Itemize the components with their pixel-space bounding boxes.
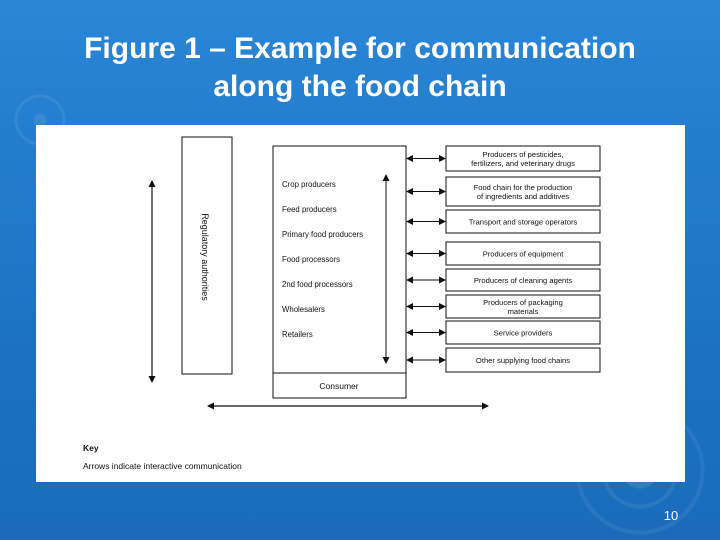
supplier-label: materials [508, 307, 539, 316]
supplier-label: Producers of pesticides, [482, 150, 563, 159]
supplier-box [445, 320, 601, 345]
chain-item: Retailers [282, 330, 313, 339]
food-chain-diagram: Regulatory authorities Crop producersFee… [83, 136, 601, 471]
supplier-box [445, 241, 601, 266]
slide-title-line2: along the food chain [213, 70, 507, 103]
supplier-box [445, 209, 601, 234]
chain-item: Wholesalers [282, 305, 325, 314]
page-number: 10 [663, 508, 679, 523]
supplier-label: Producers of equipment [483, 250, 565, 259]
supplier-box [445, 268, 601, 292]
key-text: Arrows indicate interactive communicatio… [83, 461, 242, 471]
supplier-label: fertilizers, and veterinary drugs [471, 159, 575, 168]
chain-item: Food processors [282, 255, 340, 264]
supplier-box [445, 176, 601, 207]
supplier-label: Producers of cleaning agents [474, 276, 573, 285]
supplier-label: Service providers [494, 329, 553, 338]
key-title: Key [83, 443, 99, 453]
supplier-label: Other supplying food chains [476, 356, 570, 365]
consumer-box [272, 372, 407, 399]
chain-item: 2nd food processors [282, 280, 353, 289]
supplier-box [445, 347, 601, 373]
supplier-label: of ingredients and additives [477, 192, 570, 201]
supplier-box [445, 294, 601, 319]
supplier-label: Producers of packaging [483, 298, 563, 307]
supplier-box [445, 145, 601, 172]
supplier-label: Food chain for the production [474, 183, 573, 192]
chain-item: Primary food producers [282, 230, 363, 239]
slide-title: Figure 1 – Example for communication alo… [0, 30, 720, 106]
consumer-label: Consumer [319, 381, 358, 391]
supplier-boxes: Producers of pesticides,fertilizers, and… [406, 145, 601, 373]
regulatory-authorities-label: Regulatory authorities [200, 213, 210, 301]
chain-item: Crop producers [282, 180, 336, 189]
chain-item: Feed producers [282, 205, 337, 214]
regulatory-authorities-box [181, 136, 233, 375]
slide-title-line1: Figure 1 – Example for communication [84, 32, 636, 65]
supplier-label: Transport and storage operators [469, 218, 578, 227]
